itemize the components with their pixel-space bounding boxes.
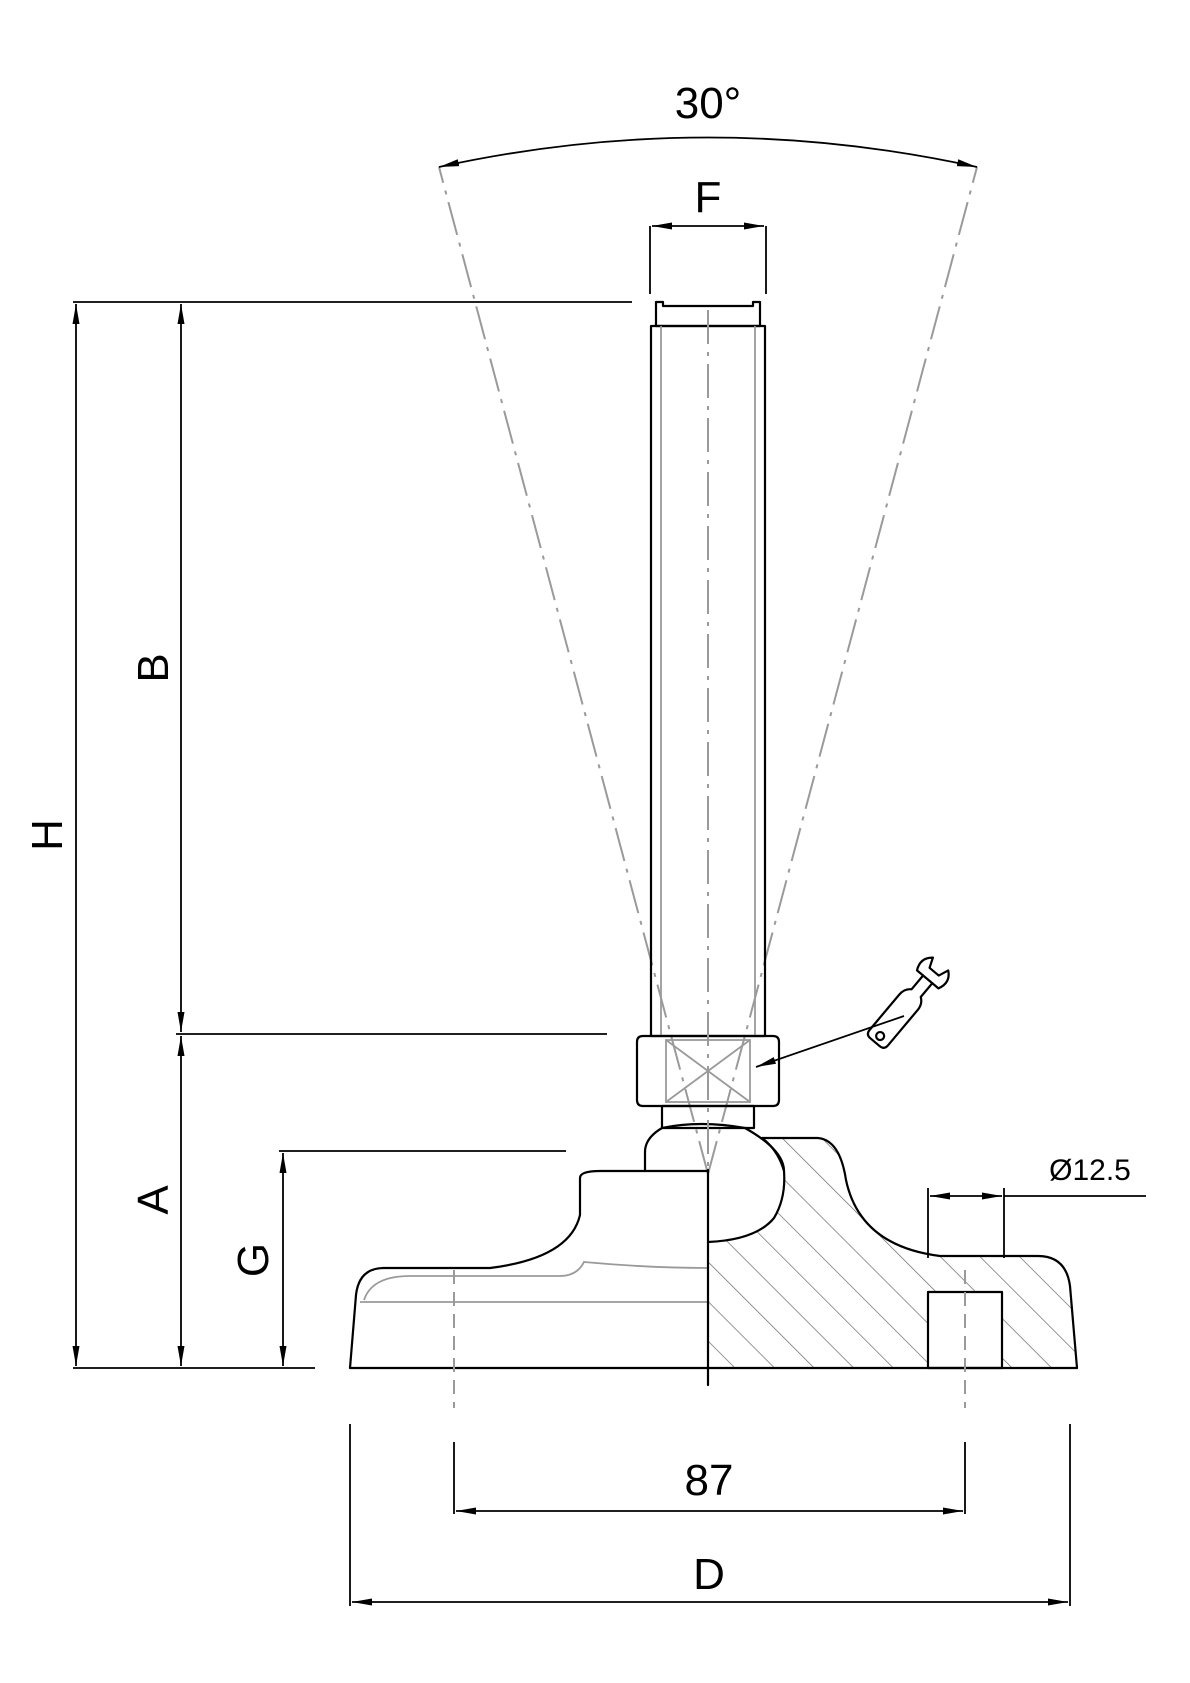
stroke-dimension: B	[129, 304, 607, 1035]
base-left-half	[348, 1169, 710, 1370]
hole-diameter-dimension: Ø12.5	[927, 1154, 1146, 1258]
hole-diameter-label: Ø12.5	[1049, 1154, 1131, 1187]
foot-height-label: G	[229, 1243, 278, 1277]
wrench-icon	[866, 956, 950, 1049]
angle-dimension: 30°	[438, 79, 978, 168]
swivel-cone	[438, 166, 978, 1175]
height-label: H	[23, 819, 72, 851]
hole-spacing-label: 87	[685, 1456, 734, 1505]
stroke-label: B	[129, 653, 178, 682]
base-height-label: A	[129, 1185, 178, 1215]
thread-label: F	[695, 173, 722, 222]
wrench-callout	[755, 956, 950, 1068]
base-right-section	[660, 1122, 1079, 1370]
hole-spacing-dimension: 87	[453, 1442, 966, 1515]
angle-label: 30°	[675, 79, 742, 128]
base-diameter-dimension: D	[349, 1424, 1071, 1606]
height-dimension: H	[23, 301, 632, 1369]
base-height-dimension: A	[129, 1036, 185, 1366]
base-diameter-label: D	[693, 1550, 725, 1599]
foot-height-dimension: G	[229, 1150, 566, 1366]
ball-joint	[643, 1126, 664, 1173]
thread-dimension: F	[649, 173, 767, 294]
